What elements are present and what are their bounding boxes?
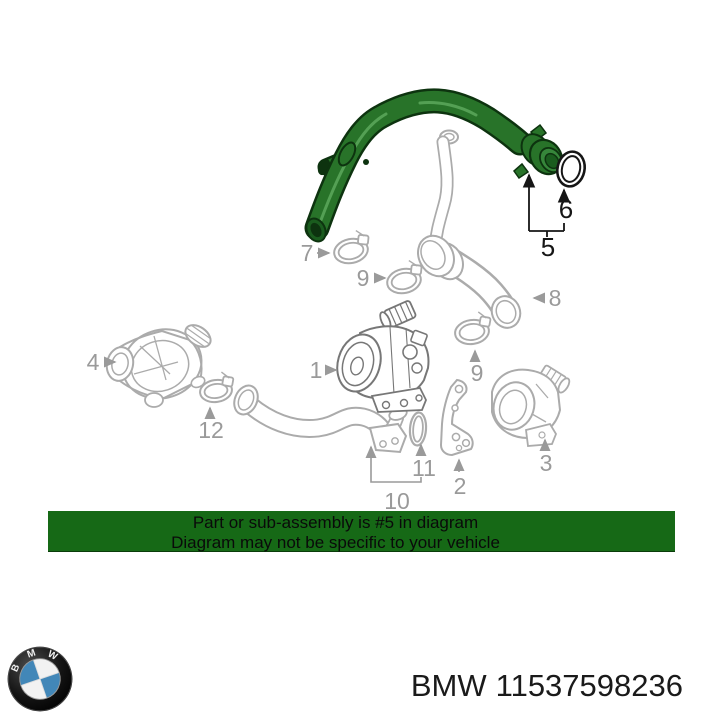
callout-8: 8 bbox=[549, 285, 562, 311]
callout-arrows bbox=[103, 247, 551, 483]
callout-7: 7 bbox=[301, 240, 314, 266]
callout-2: 2 bbox=[454, 473, 467, 499]
callout-9-lower: 9 bbox=[471, 360, 484, 386]
callout-11: 11 bbox=[412, 455, 436, 481]
clamp-9-lower bbox=[454, 311, 492, 346]
aux-pump-3 bbox=[491, 364, 571, 447]
callout-1: 1 bbox=[310, 357, 323, 383]
thermostat-4 bbox=[105, 324, 212, 408]
logo-letter-b: B bbox=[9, 663, 22, 674]
callout-5: 5 bbox=[541, 232, 555, 262]
o-ring-6 bbox=[556, 150, 586, 188]
logo-letter-m: M bbox=[26, 648, 37, 661]
background-hose bbox=[428, 129, 459, 255]
hose-8 bbox=[417, 234, 522, 329]
parts-diagram: 1 2 3 4 5 6 7 8 9 9 10 11 12 bbox=[87, 88, 586, 514]
callout-4: 4 bbox=[87, 349, 100, 375]
callout-9-upper: 9 bbox=[357, 265, 370, 291]
part-number: 11537598236 bbox=[495, 668, 683, 703]
bmw-logo-icon: B M W bbox=[7, 646, 73, 712]
clamp-12 bbox=[199, 371, 235, 404]
bracket-2 bbox=[439, 378, 474, 457]
highlight-banner: Part or sub-assembly is #5 in diagram Di… bbox=[48, 511, 675, 552]
banner-line-2: Diagram may not be specific to your vehi… bbox=[171, 532, 500, 552]
callout-12: 12 bbox=[198, 417, 224, 443]
callout-10: 10 bbox=[384, 488, 410, 514]
clamp-9-upper bbox=[386, 259, 423, 295]
callout-3: 3 bbox=[540, 450, 553, 476]
water-pump-1 bbox=[336, 300, 430, 413]
coolant-pipe-5-highlighted bbox=[304, 88, 564, 243]
banner-line-1: Part or sub-assembly is #5 in diagram bbox=[192, 513, 479, 532]
callout-6: 6 bbox=[559, 194, 573, 224]
brand-label: BMW bbox=[410, 668, 487, 703]
clamp-7 bbox=[333, 229, 370, 265]
callout-arrows-highlight bbox=[522, 173, 571, 237]
gasket-11 bbox=[408, 411, 428, 447]
